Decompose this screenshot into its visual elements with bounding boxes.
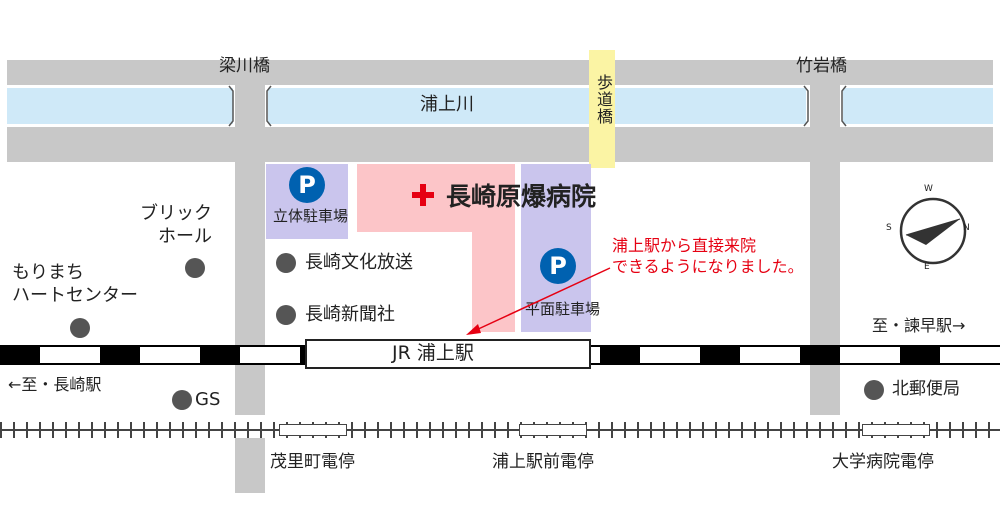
landmark-brick-hall: ブリック ホール	[140, 203, 212, 248]
landmark-dot-post-office	[864, 380, 884, 400]
landmark-morimachi-heart-center: もりまち ハートセンター	[12, 262, 138, 307]
red-cross-icon	[412, 184, 434, 206]
landmark-post-office: 北郵便局	[892, 379, 960, 399]
tram-track	[0, 422, 1000, 438]
compass-icon	[899, 197, 967, 265]
landmark-dot-gs	[172, 390, 192, 410]
landmark-dot-brick-hall	[185, 258, 205, 278]
road-vertical-left-lower	[235, 438, 265, 493]
jr-station-label: JR 浦上駅	[392, 342, 474, 364]
river-label: 浦上川	[420, 94, 474, 115]
jr-station	[305, 339, 591, 369]
parking-icon-multi-story: P	[289, 167, 325, 203]
tram-stop-label-daigaku-byoin: 大学病院電停	[832, 452, 934, 472]
river-right	[843, 88, 993, 124]
landmark-dot-nbc	[276, 253, 296, 273]
river-middle	[268, 88, 806, 124]
parking-label-surface: 平面駐車場	[525, 300, 601, 318]
footbridge	[589, 50, 615, 168]
footbridge-label: 歩道橋	[594, 74, 613, 125]
tram-stop-moriyamachi	[279, 424, 347, 436]
bridge-label-takeiwa: 竹岩橋	[796, 56, 847, 76]
landmark-dot-morimachi	[70, 318, 90, 338]
compass-label-s: S	[886, 223, 892, 233]
landmark-gs: GS	[195, 389, 221, 410]
compass-label-n: N	[963, 223, 970, 233]
bridge-label-yanagawa: 梁川橋	[219, 56, 270, 76]
direction-isahaya: 至・諫早駅→	[872, 316, 966, 335]
parking-icon-surface: P	[540, 248, 576, 284]
landmark-dot-newspaper	[276, 305, 296, 325]
landmark-nbc: 長崎文化放送	[305, 252, 413, 273]
tram-stop-daigaku-byoin	[862, 424, 930, 436]
direct-access-note: 浦上駅から直接来院 できるようになりました。	[612, 236, 804, 276]
compass-label-w: W	[924, 184, 933, 194]
tram-stop-label-moriyamachi: 茂里町電停	[270, 452, 355, 472]
river-left	[7, 88, 233, 124]
direction-nagasaki: ←至・長崎駅	[8, 375, 102, 394]
tram-stop-label-urakami-ekimae: 浦上駅前電停	[492, 452, 594, 472]
tram-stop-urakami-ekimae	[519, 424, 587, 436]
parking-label-multi-story: 立体駐車場	[273, 207, 349, 225]
landmark-newspaper: 長崎新聞社	[305, 304, 395, 325]
hospital-name: 長崎原爆病院	[446, 182, 597, 211]
compass-label-e: E	[924, 262, 930, 272]
